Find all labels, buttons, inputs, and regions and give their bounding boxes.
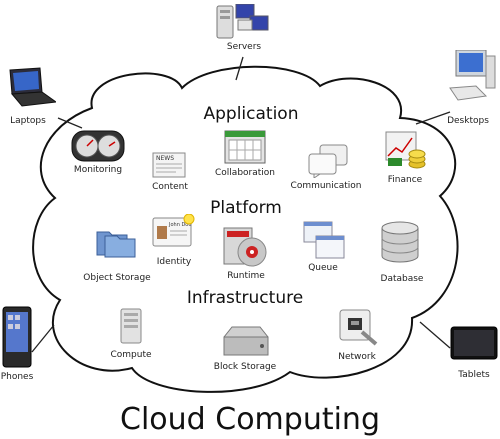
- network-icon: [339, 309, 378, 346]
- object-storage-icon: [96, 231, 136, 258]
- platform-label-database: Database: [380, 274, 424, 284]
- monitoring-icon: [71, 130, 125, 162]
- section-title-application: Application: [203, 104, 299, 124]
- platform-label-runtime: Runtime: [227, 271, 265, 281]
- app-label-finance: Finance: [387, 175, 423, 185]
- platform-label-identity: Identity: [156, 257, 192, 267]
- infra-label-network: Network: [338, 352, 376, 362]
- runtime-icon: [223, 227, 267, 267]
- id-card-name: John Doe: [168, 222, 191, 228]
- page-title: Cloud Computing: [120, 402, 380, 437]
- connector-laptops: [57, 117, 83, 129]
- news-text: NEWS: [156, 155, 174, 162]
- client-label-laptops: Laptops: [10, 116, 46, 126]
- connector-servers: [235, 56, 244, 81]
- tablet-icon: [450, 326, 498, 360]
- connector-desktops: [415, 111, 451, 125]
- communication-icon: [308, 144, 348, 178]
- cloud-outline: [32, 65, 459, 393]
- client-label-desktops: Desktops: [447, 116, 489, 126]
- section-title-infrastructure: Infrastructure: [186, 288, 304, 308]
- phone-icon: [2, 306, 32, 368]
- content-icon: NEWS: [152, 152, 186, 178]
- database-icon: [381, 221, 419, 263]
- collaboration-icon: [224, 130, 266, 164]
- servers-icon: [216, 4, 269, 39]
- client-label-servers: Servers: [226, 42, 262, 52]
- infra-label-block-storage: Block Storage: [213, 362, 277, 372]
- app-label-communication: Communication: [290, 181, 362, 191]
- identity-icon: John Doe: [152, 214, 195, 247]
- finance-icon: [385, 131, 426, 169]
- client-label-tablets: Tablets: [458, 370, 490, 380]
- client-label-phones: Phones: [0, 372, 34, 382]
- app-label-collaboration: Collaboration: [215, 168, 275, 178]
- platform-label-object-storage: Object Storage: [83, 273, 151, 283]
- app-label-monitoring: Monitoring: [73, 165, 123, 175]
- desktop-icon: [449, 50, 496, 101]
- connector-phones: [31, 324, 55, 353]
- infra-label-compute: Compute: [110, 350, 152, 360]
- connector-tablets: [419, 321, 451, 349]
- queue-icon: [303, 221, 345, 259]
- platform-label-queue: Queue: [308, 263, 338, 273]
- section-title-platform: Platform: [210, 198, 282, 218]
- compute-icon: [120, 308, 142, 344]
- laptop-icon: [9, 67, 56, 107]
- app-label-content: Content: [152, 182, 188, 192]
- block-storage-icon: [223, 326, 269, 356]
